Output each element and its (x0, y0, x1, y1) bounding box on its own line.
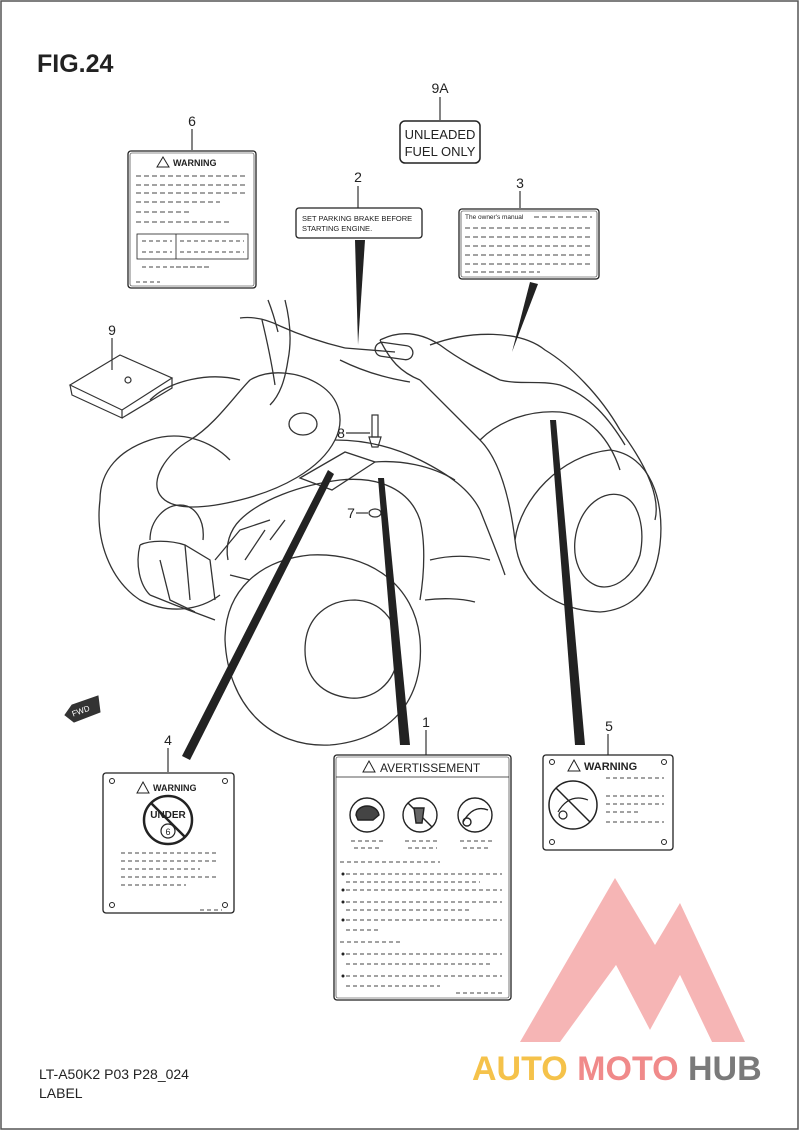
label-1-avertissement: AVERTISSEMENT (333, 754, 512, 1001)
figure-code: LT-A50K2 P03 P28_024 (39, 1066, 189, 1082)
fuel-line-1: UNLEADED (405, 127, 476, 142)
label-4-warning-text: WARNING (153, 783, 197, 793)
callout-5: 5 (605, 718, 613, 734)
label-9-sheet (68, 354, 174, 419)
label-2-parking-brake: SET PARKING BRAKE BEFORE STARTING ENGINE… (295, 207, 423, 239)
callout-6: 6 (188, 113, 196, 129)
label-5-warning-text: WARNING (584, 761, 637, 773)
watermark-logo: AUTO MOTO HUB (472, 878, 762, 1088)
rollover-pictogram (457, 797, 493, 833)
leader-lines (111, 97, 609, 772)
callout-3: 3 (516, 175, 524, 191)
part-7-washer (368, 508, 382, 518)
label-4-warning-under-6: WARNING UNDER 6 (102, 772, 235, 914)
avertissement-pictograms (349, 797, 493, 833)
watermark-mark (520, 878, 745, 1042)
figure-name: LABEL (39, 1085, 83, 1101)
label-6-warning-text: WARNING (173, 158, 217, 168)
no-drinking-pictogram (402, 797, 438, 833)
fuel-line-2: FUEL ONLY (405, 144, 476, 159)
label-6-text-lines (136, 175, 248, 223)
brake-line-1: SET PARKING BRAKE BEFORE (302, 214, 412, 223)
label-5-text-lines (606, 777, 664, 823)
label-6-table (136, 233, 249, 260)
label-9a-fuel: UNLEADED FUEL ONLY (399, 120, 481, 164)
callout-9a: 9A (431, 80, 449, 96)
figure-title: FIG.24 (37, 50, 114, 78)
fwd-arrow: FWD (64, 695, 101, 723)
avertissement-text-lines (340, 840, 502, 994)
callout-4: 4 (164, 732, 172, 748)
label-6-warning: WARNING (127, 150, 257, 289)
callout-numbers: 9A 2 3 6 9 8 7 1 5 4 (108, 80, 613, 748)
callout-8: 8 (337, 425, 345, 441)
callout-7: 7 (347, 505, 355, 521)
watermark-hub: HUB (688, 1050, 762, 1088)
watermark-auto: AUTO (472, 1050, 568, 1088)
fastener-parts (368, 414, 382, 518)
under-text: UNDER (150, 810, 186, 821)
callout-9: 9 (108, 322, 116, 338)
avertissement-text: AVERTISSEMENT (380, 761, 481, 775)
part-8-fastener (371, 414, 379, 438)
manual-text-lines (465, 216, 592, 273)
brake-line-2: STARTING ENGINE. (302, 224, 372, 233)
watermark-text: AUTO MOTO HUB (472, 1050, 762, 1088)
helmet-pictogram (349, 797, 385, 833)
label-3-owners-manual: The owner's manual (458, 208, 600, 280)
pointer-wedges (182, 240, 585, 760)
label-5-warning: WARNING (542, 754, 674, 851)
callout-2: 2 (354, 169, 362, 185)
age-text: 6 (165, 827, 170, 837)
label-4-text-lines (121, 852, 222, 911)
passenger-pictogram (548, 780, 598, 830)
under-6-pictogram (142, 794, 194, 846)
watermark-moto: MOTO (577, 1050, 678, 1088)
callout-1: 1 (422, 714, 430, 730)
manual-text: The owner's manual (465, 214, 524, 221)
